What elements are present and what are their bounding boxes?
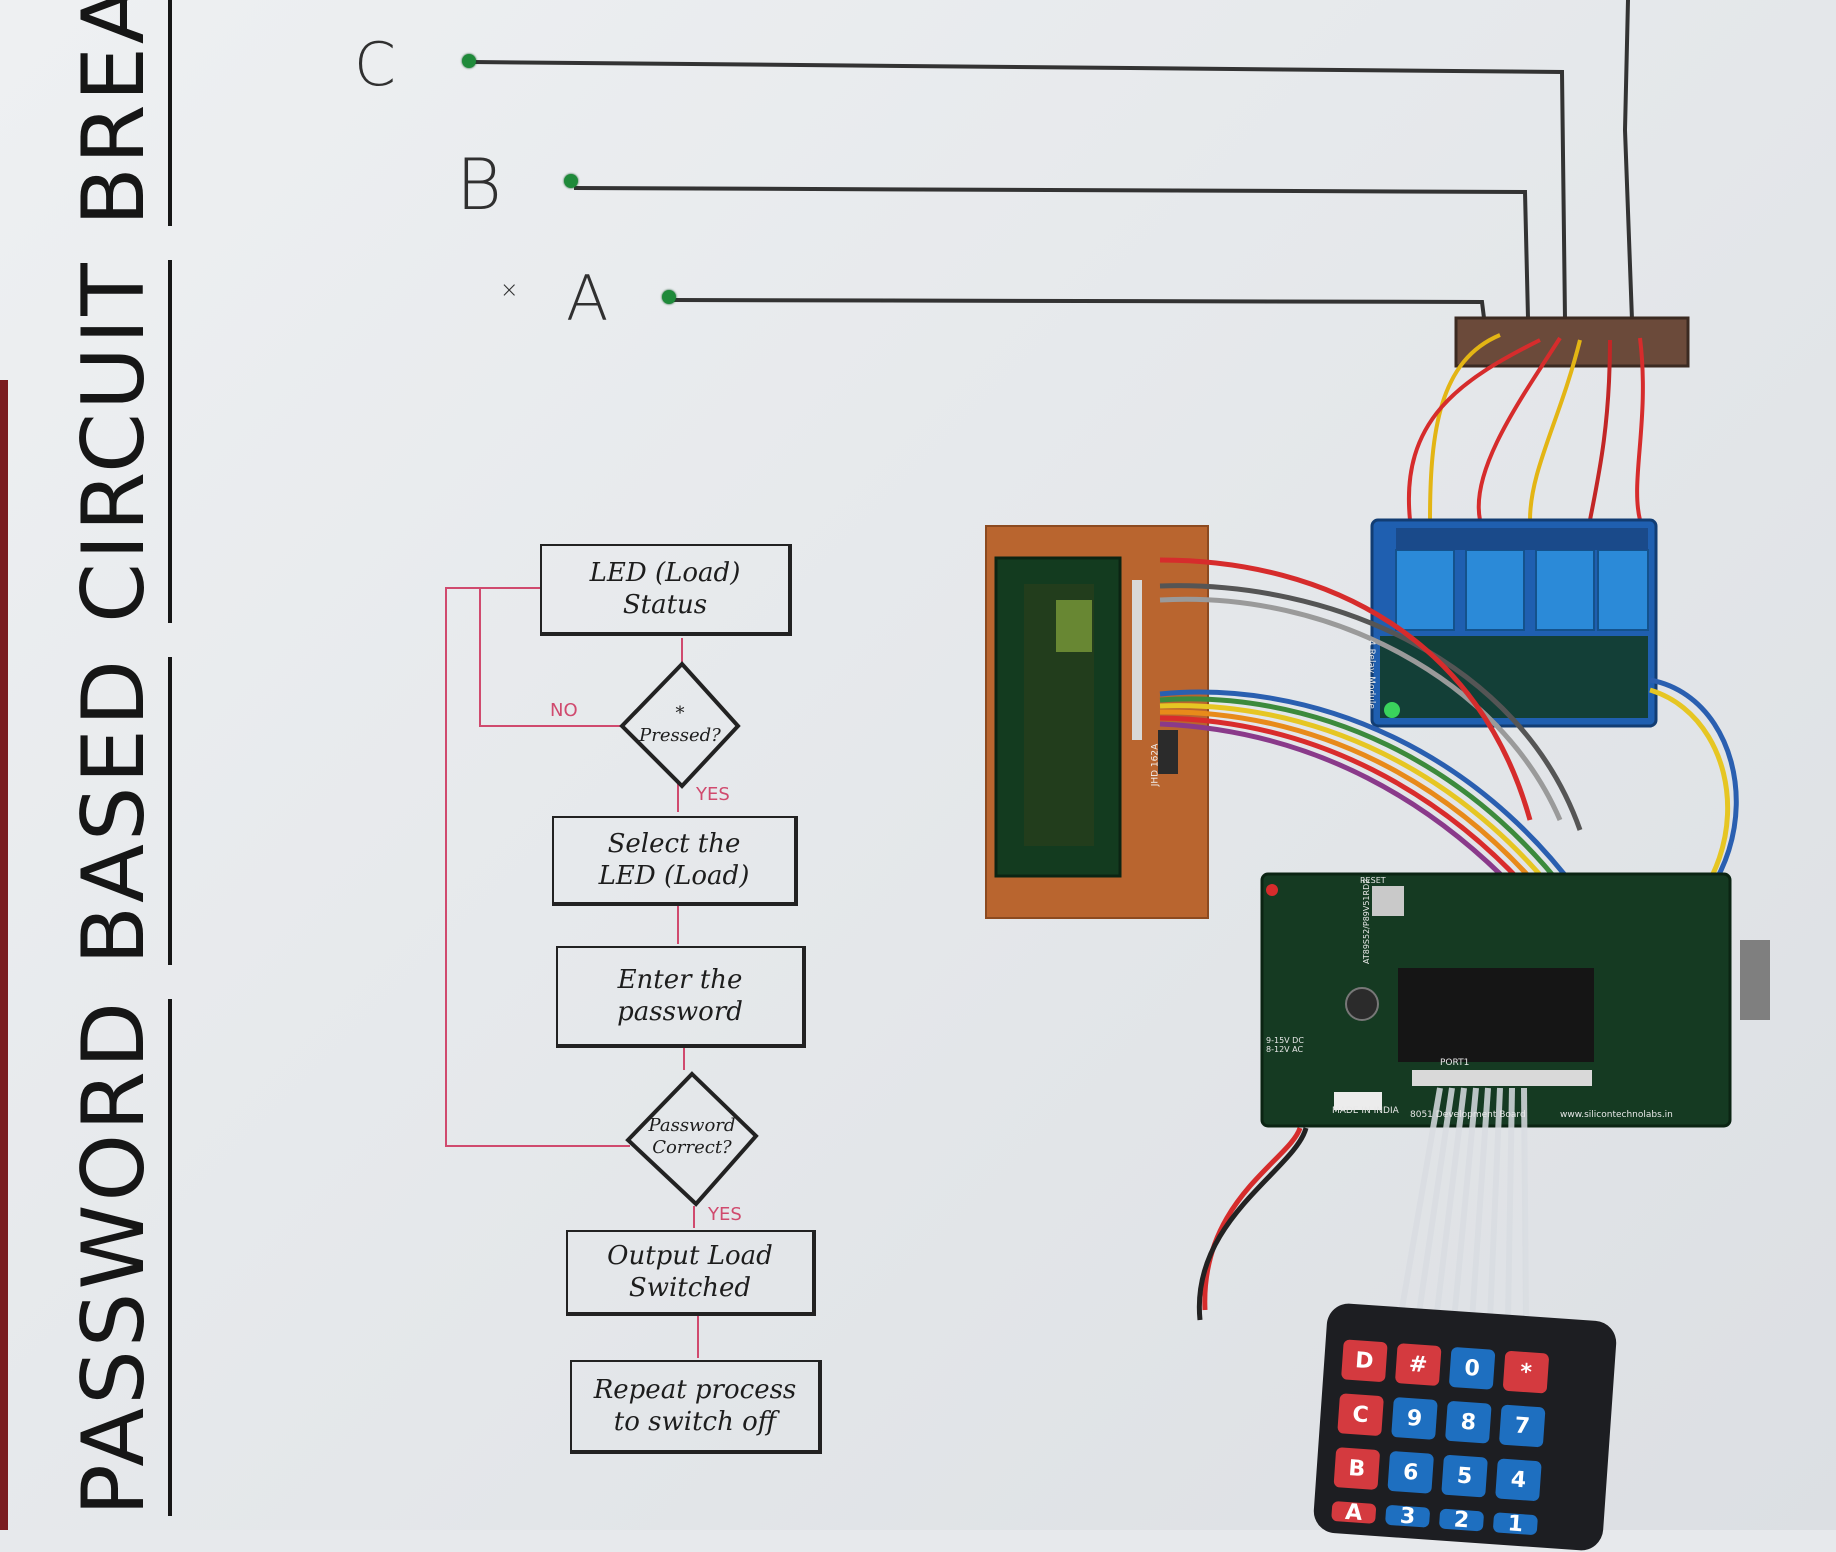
key-5[interactable]: 5 bbox=[1441, 1454, 1488, 1498]
relay-cubes bbox=[1395, 549, 1649, 631]
power-cable bbox=[1196, 1127, 1309, 1321]
flow-led-status: LED (Load) Status bbox=[540, 544, 792, 636]
wire-b bbox=[573, 186, 1530, 319]
relay-terminals bbox=[1396, 528, 1648, 550]
relay-module-label: 4 Relay Module bbox=[1366, 640, 1376, 709]
keypad-ribbon bbox=[1397, 1087, 1529, 1321]
wire-neutral bbox=[1622, 0, 1634, 321]
board-url-label: www.silicontechnolabs.in bbox=[1560, 1110, 1673, 1120]
flow-connectors bbox=[445, 587, 699, 1358]
reset-button bbox=[1372, 886, 1404, 916]
made-in-label: MADE IN INDIA bbox=[1332, 1106, 1399, 1116]
key-d[interactable]: D bbox=[1341, 1339, 1388, 1383]
flow-no-label: NO bbox=[550, 700, 578, 721]
mcu-chip bbox=[1398, 968, 1594, 1062]
flow-yes-label-2: YES bbox=[708, 1204, 742, 1225]
key-8[interactable]: 8 bbox=[1444, 1400, 1492, 1444]
power-label: 9-15V DC 8-12V AC bbox=[1266, 1036, 1304, 1054]
flow-star-pressed: * Pressed? bbox=[639, 703, 721, 746]
flow-output-switched: Output Load Switched bbox=[566, 1230, 816, 1316]
lcd-header-pins bbox=[1132, 580, 1142, 740]
flow-enter-password: Enter the password bbox=[556, 946, 806, 1048]
port-label: PORT1 bbox=[1440, 1058, 1470, 1068]
jumper-wires bbox=[1406, 333, 1645, 521]
phase-mark: × bbox=[500, 278, 519, 303]
decision-password bbox=[625, 1071, 759, 1207]
key-1[interactable]: 1 bbox=[1492, 1512, 1539, 1536]
key-3[interactable]: 3 bbox=[1384, 1504, 1431, 1528]
contrast-switch bbox=[1158, 730, 1178, 774]
flow-repeat: Repeat process to switch off bbox=[570, 1360, 822, 1454]
flow-password-correct: Password Correct? bbox=[648, 1115, 736, 1158]
lcd-model-label: JHD 162A bbox=[1150, 743, 1161, 787]
wire-c bbox=[471, 60, 1567, 321]
led-a bbox=[662, 290, 676, 304]
led-c bbox=[462, 54, 476, 68]
key-4[interactable]: 4 bbox=[1495, 1458, 1542, 1502]
phase-label-b: B bbox=[456, 144, 502, 226]
key-6[interactable]: 6 bbox=[1387, 1450, 1435, 1494]
reset-label: RESET bbox=[1360, 876, 1386, 885]
phase-label-a: A bbox=[566, 262, 609, 335]
port-header bbox=[1412, 1070, 1592, 1086]
decision-star bbox=[619, 661, 741, 789]
key-a[interactable]: A bbox=[1331, 1500, 1377, 1524]
relay-status-led bbox=[1384, 702, 1400, 718]
mcu-label: AT89S52/P89V51RD2 bbox=[1362, 878, 1371, 964]
phase-label-c: C bbox=[354, 30, 396, 100]
db9-connector bbox=[1740, 940, 1770, 1020]
membrane-keypad: D # 0 * C 9 8 7 B 6 5 4 A 3 2 1 bbox=[1312, 1302, 1618, 1552]
phase-wires bbox=[471, 0, 1634, 321]
power-switch bbox=[1334, 1092, 1382, 1110]
key-b[interactable]: B bbox=[1333, 1447, 1381, 1491]
key-2[interactable]: 2 bbox=[1438, 1508, 1485, 1532]
wire-a bbox=[671, 298, 1486, 319]
flow-yes-label-1: YES bbox=[696, 784, 730, 805]
capacitor bbox=[1345, 987, 1379, 1021]
led-b bbox=[564, 174, 578, 188]
key-7[interactable]: 7 bbox=[1498, 1404, 1546, 1448]
key-9[interactable]: 9 bbox=[1391, 1396, 1438, 1440]
key-c[interactable]: C bbox=[1337, 1393, 1384, 1437]
poster-edge bbox=[0, 380, 8, 1530]
terminal-strip bbox=[1454, 316, 1690, 368]
power-led bbox=[1266, 884, 1278, 896]
board-name-label: 8051 Development Board bbox=[1410, 1110, 1526, 1120]
lcd-backlight bbox=[1056, 600, 1092, 652]
flow-select-load: Select the LED (Load) bbox=[552, 816, 798, 906]
key-0[interactable]: 0 bbox=[1448, 1346, 1496, 1390]
key-hash[interactable]: # bbox=[1394, 1343, 1442, 1387]
key-star[interactable]: * bbox=[1502, 1350, 1550, 1394]
